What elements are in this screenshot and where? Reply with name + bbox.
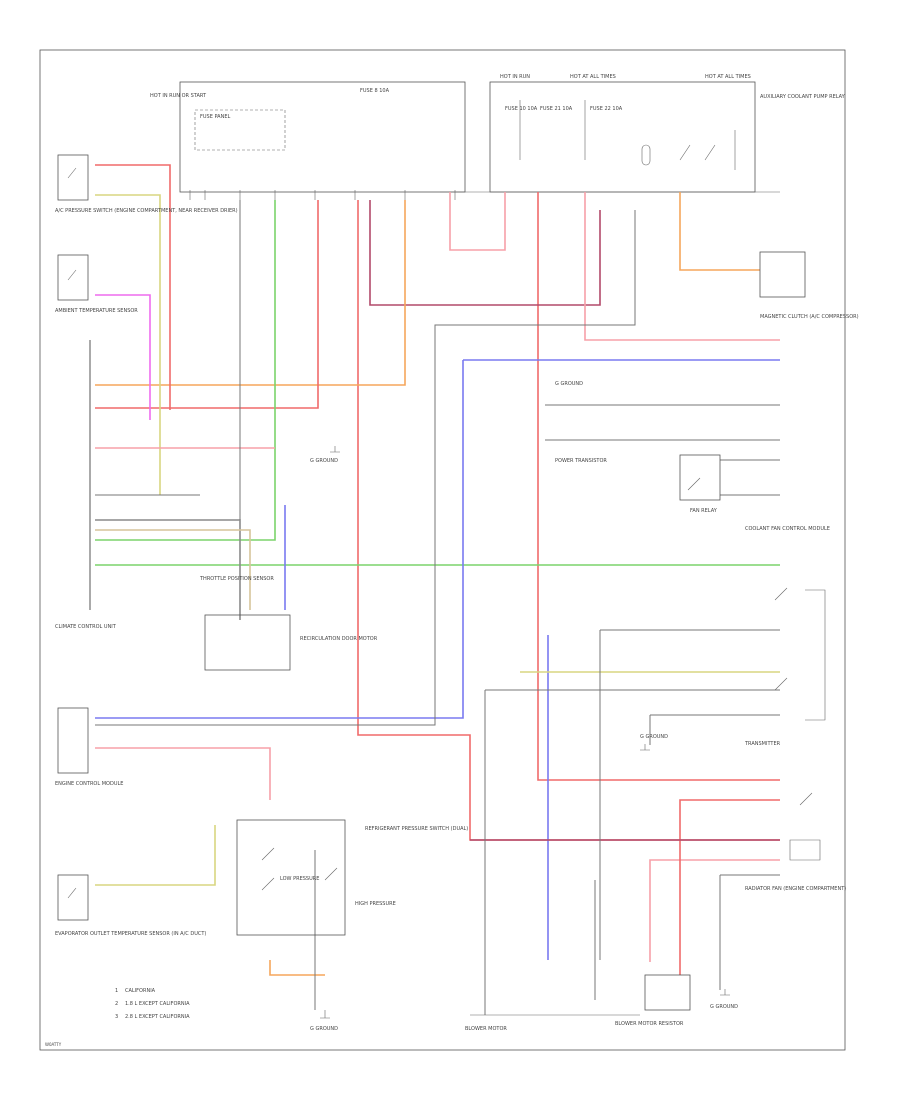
switch-icon-1 [67,167,77,179]
fuse-icon [641,144,651,166]
page-code: W0ATTY [45,1042,62,1047]
label-transmitter: TRANSMITTER [744,741,781,747]
top-connector-pins [189,190,456,200]
label-fuse-panel: FUSE PANEL [200,114,230,120]
label-ground-5: G GROUND [710,1004,738,1010]
label-fan-relay: FAN RELAY [690,508,718,514]
label-evap-sensor: EVAPORATOR OUTLET TEMPERATURE SENSOR (IN… [55,931,206,937]
wire-darkred-top [369,200,601,306]
wire-pink-fan [649,859,780,962]
relay-switch-icon [679,144,716,161]
wire-pink-right [584,192,780,341]
right-bracket [805,589,826,721]
wire-yellow-evap [95,825,216,886]
gray-wires [95,200,780,1015]
label-throttle: THROTTLE POSITION SENSOR [199,576,274,582]
wire-yellow-acswitch [95,194,161,495]
label-dual-pressure: REFRIGERANT PRESSURE SWITCH (DUAL) [365,826,468,832]
wire-orange-clutch [679,192,760,271]
wire-orange-bottom [269,960,325,976]
label-fuse-8: FUSE 8 10A [360,88,390,94]
ac-pressure-switch-box [57,154,89,201]
wire-magenta [95,294,151,420]
label-ecm: ENGINE CONTROL MODULE [55,781,123,787]
wire-blue-long [95,360,464,719]
label-climate-unit: CLIMATE CONTROL UNIT [55,624,117,630]
label-ground-3: G GROUND [555,381,583,387]
diagram-border [39,49,846,1051]
legend-num-1: 1 [115,988,118,994]
legend-text-1: CALIFORNIA [125,988,156,994]
label-hot-at-all-times: HOT AT ALL TIMES [570,74,616,80]
label-ground-2: G GROUND [310,1026,338,1032]
label-low-pressure: LOW PRESSURE [280,876,319,882]
wire-orange-left [95,200,406,386]
legend-num-2: 2 [115,1001,118,1007]
label-hot-at-all-times-2: HOT AT ALL TIMES [705,74,751,80]
wire-red-fan [679,799,780,975]
wire-red-main [537,192,780,781]
power-dist-box [489,81,756,193]
switch-icon-2 [67,269,77,281]
label-ground-4: G GROUND [640,734,668,740]
wire-red-acswitch [95,164,171,410]
wires [95,164,780,976]
transmission-sensor-box [57,707,89,774]
legend-num-3: 3 [115,1014,118,1020]
label-power-transistor: POWER TRANSISTOR [555,458,607,464]
label-blower-motor: BLOWER MOTOR [465,1026,507,1032]
magnetic-clutch-box [759,251,806,298]
ground-icons [320,446,730,1019]
wire-gray-recirc [95,519,241,620]
wire-red-left [95,200,319,409]
label-coolant-fan: COOLANT FAN CONTROL MODULE [745,526,830,532]
legend-text-3: 2.8 L EXCEPT CALIFORNIA [125,1014,190,1020]
legend-text-2: 1.8 L EXCEPT CALIFORNIA [125,1001,190,1007]
fan-relay-switch [687,477,701,491]
label-high-pressure: HIGH PRESSURE [355,901,396,907]
wire-pink-top [449,192,506,251]
label-ac-pressure-switch: A/C PRESSURE SWITCH (ENGINE COMPARTMENT,… [55,208,238,214]
label-fuse-21: FUSE 21 10A [540,106,573,112]
label-magnetic-clutch: MAGNETIC CLUTCH (A/C COMPRESSOR) [760,314,859,320]
label-ground-1: G GROUND [310,458,338,464]
evap-sensor-box [57,874,89,921]
wire-tan-recirc [95,529,251,610]
right-relay-box [789,839,821,861]
switch-icon-3 [67,887,77,899]
wire-green-left [95,200,276,541]
wire-pink-evap [95,747,271,800]
recirc-motor-box [204,614,291,671]
label-hot-run-start: HOT IN RUN OR START [150,93,207,99]
aux-pump-box [644,974,691,1011]
legend: 1 CALIFORNIA 2 1.8 L EXCEPT CALIFORNIA 3… [115,988,190,1020]
label-recirc-motor: RECIRCULATION DOOR MOTOR [300,636,378,642]
fuse-panel-box [179,81,466,193]
wire-red-long [357,200,780,841]
right-switch-icons [774,587,813,806]
label-blower-resistor: BLOWER MOTOR RESISTOR [615,1021,684,1027]
pressure-switch-icons [261,847,338,891]
label-aux-pump-top: AUXILIARY COOLANT PUMP RELAY [760,94,846,100]
label-ambient-sensor: AMBIENT TEMPERATURE SENSOR [55,308,138,314]
relay-dash-box [194,109,286,151]
ambient-sensor-box [57,254,89,301]
fan-relay-box [679,454,721,501]
label-hot-in-run: HOT IN RUN [500,74,530,80]
label-fuse-22: FUSE 22 10A [590,106,623,112]
dual-pressure-switch-box [236,819,346,936]
label-fuse-10: FUSE 10 10A [505,106,538,112]
label-radiator-fan: RADIATOR FAN (ENGINE COMPARTMENT) [745,886,846,892]
